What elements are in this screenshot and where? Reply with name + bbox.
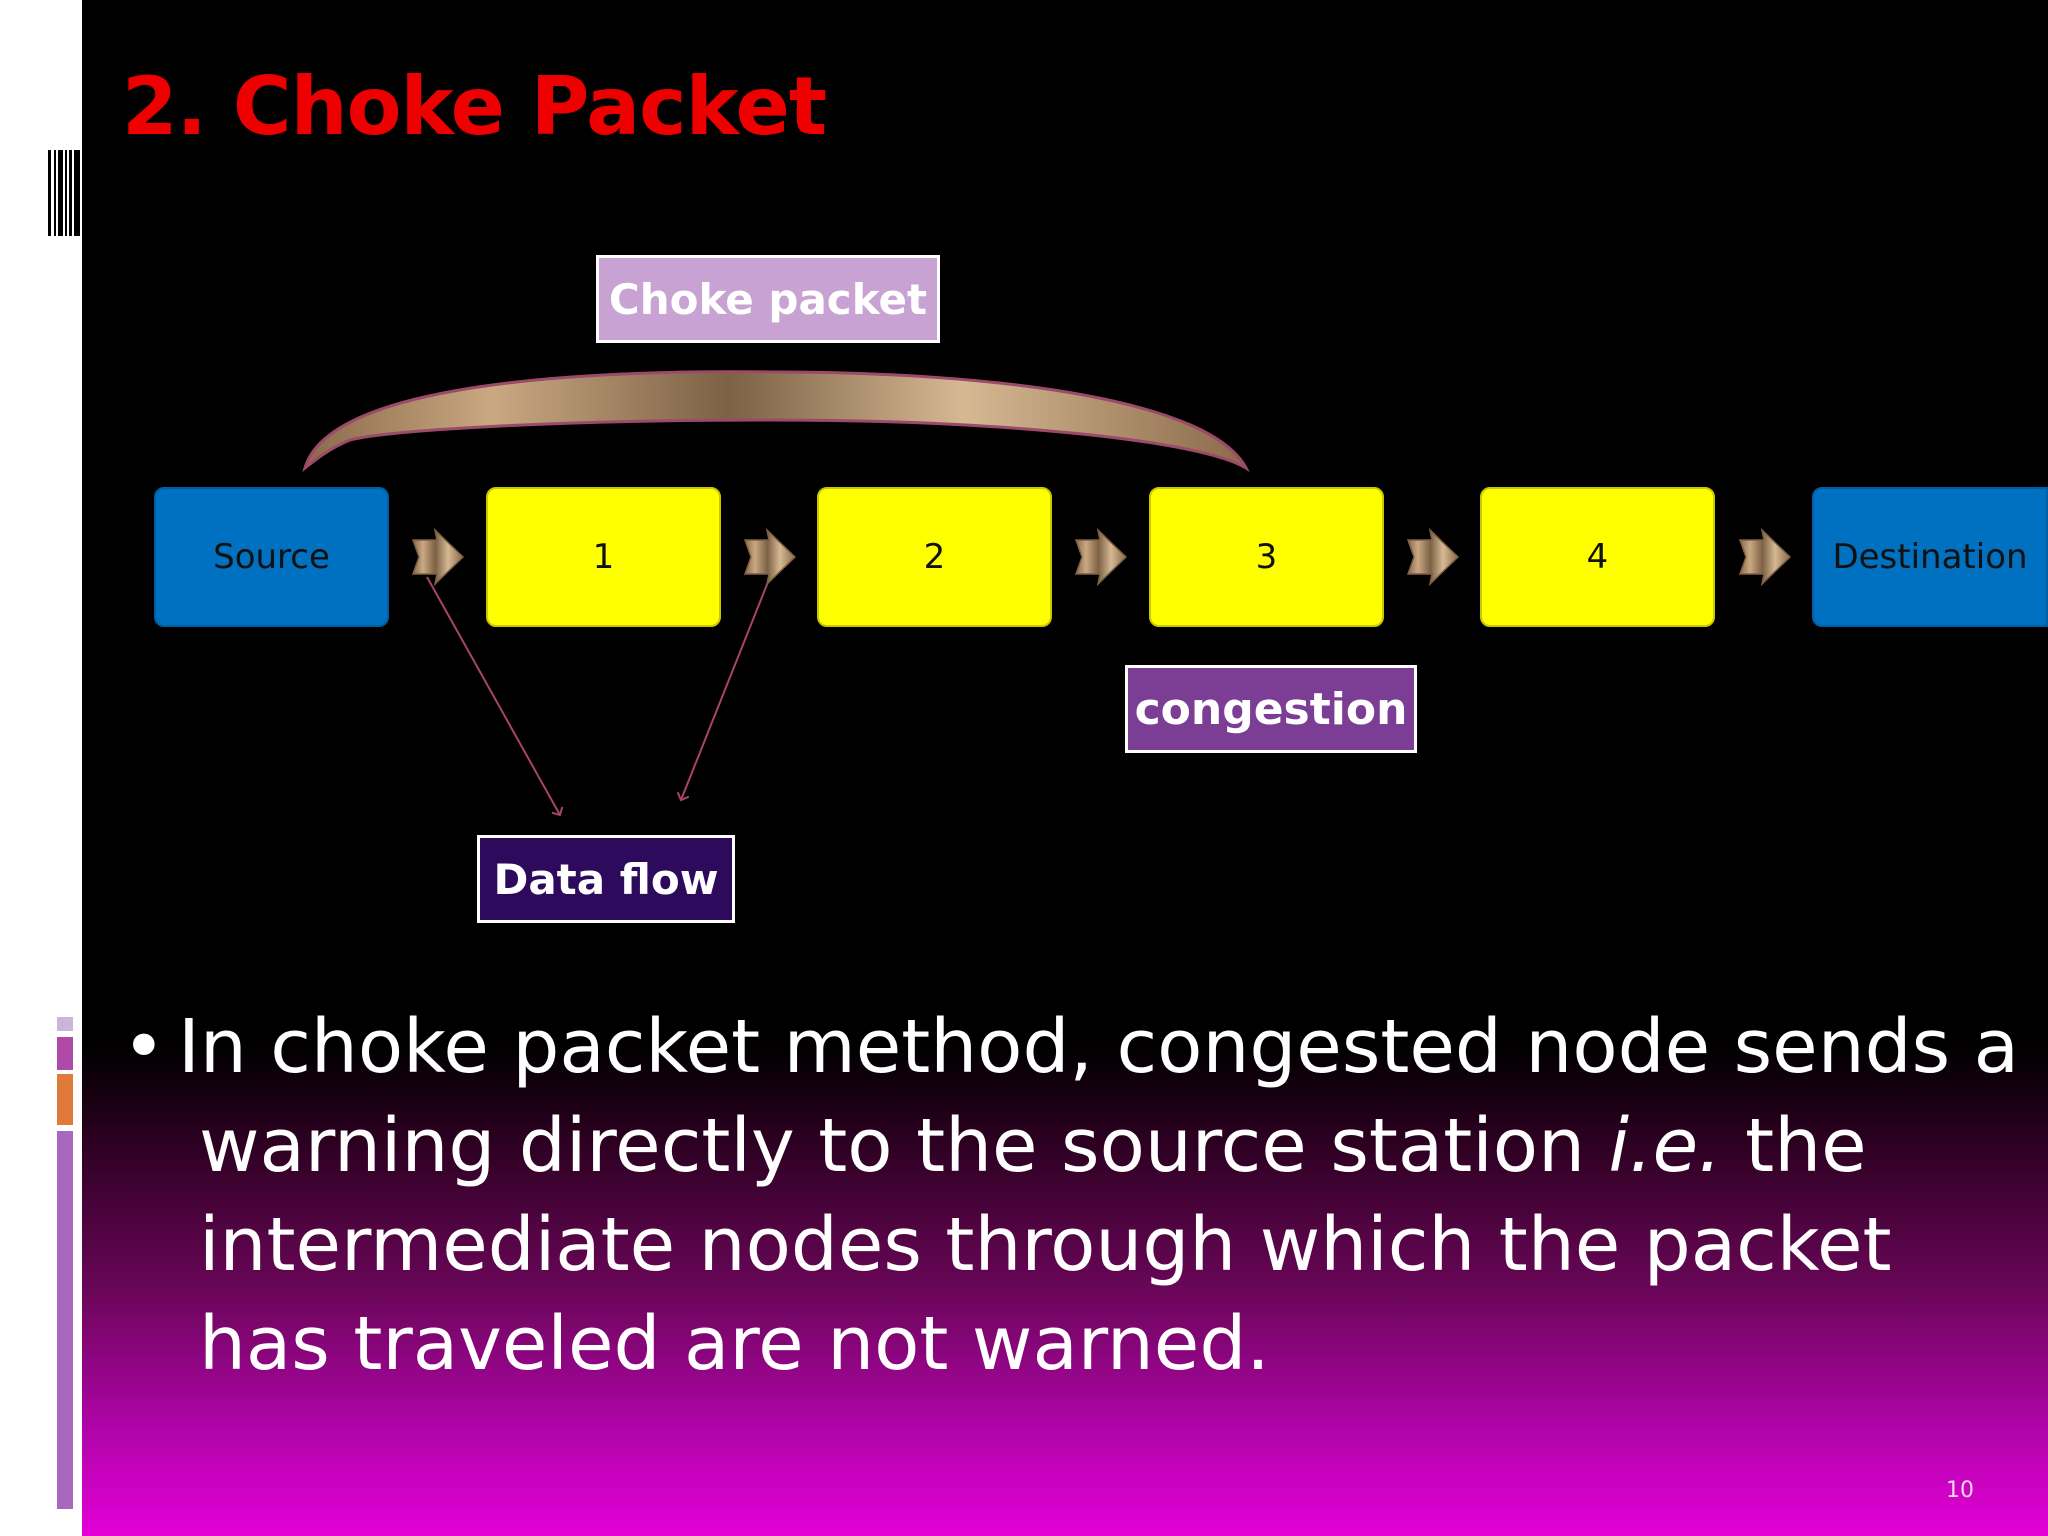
bullet-line-2: warning directly to the source station i…: [122, 1097, 2022, 1196]
bullet-dot-icon: •: [122, 1004, 166, 1090]
node-router-1: 1: [486, 487, 721, 627]
side-bar-light: [57, 1017, 73, 1031]
flow-arrow-icon: [1074, 528, 1128, 586]
node-router-4-label: 4: [1586, 537, 1609, 577]
bullet-line-2-end: the: [1721, 1103, 1867, 1189]
bullet-paragraph: •In choke packet method, congested node …: [122, 998, 2022, 1394]
node-router-4: 4: [1480, 487, 1715, 627]
congestion-label: congestion: [1125, 665, 1417, 753]
bullet-line-1: •In choke packet method, congested node …: [122, 998, 2022, 1097]
data-flow-label: Data flow: [477, 835, 735, 923]
barcode-decoration: [48, 150, 80, 236]
side-bar-orange: [57, 1074, 73, 1125]
node-router-3-label: 3: [1255, 537, 1278, 577]
flow-arrow-icon: [1738, 528, 1792, 586]
node-destination-label: Destination: [1832, 537, 2028, 577]
flow-arrow-icon: [411, 528, 465, 586]
flow-arrow-icon: [743, 528, 797, 586]
choke-packet-diagram: Choke packet Source 1 2 3 4 Destination …: [154, 255, 2048, 923]
choke-packet-curved-arrow: [302, 370, 1250, 473]
data-flow-pointer-2: [676, 576, 771, 802]
slide-title: 2. Choke Packet: [122, 60, 827, 153]
bullet-line-1-text: In choke packet method, congested node s…: [178, 1004, 2020, 1090]
data-flow-pointer-1: [426, 576, 564, 817]
bullet-line-3: intermediate nodes through which the pac…: [199, 1202, 1892, 1288]
bullet-line-2-italic: i.e.: [1608, 1103, 1722, 1189]
node-source-label: Source: [213, 537, 330, 577]
diagram-connectors: [302, 370, 1250, 817]
side-bar-pink: [57, 1037, 73, 1070]
node-destination: Destination: [1812, 487, 2048, 627]
node-router-1-label: 1: [592, 537, 615, 577]
node-router-2: 2: [817, 487, 1052, 627]
side-bar-purple: [57, 1131, 73, 1509]
left-decorative-strip: [0, 0, 82, 1536]
node-router-2-label: 2: [923, 537, 946, 577]
node-source: Source: [154, 487, 389, 627]
flow-arrow-icon: [1406, 528, 1460, 586]
bullet-line-2-start: warning directly to the source station: [199, 1103, 1609, 1189]
page-number: 10: [1946, 1478, 1974, 1503]
bullet-line-4: has traveled are not warned.: [199, 1301, 1270, 1387]
choke-packet-label: Choke packet: [596, 255, 940, 343]
node-router-3: 3: [1149, 487, 1384, 627]
